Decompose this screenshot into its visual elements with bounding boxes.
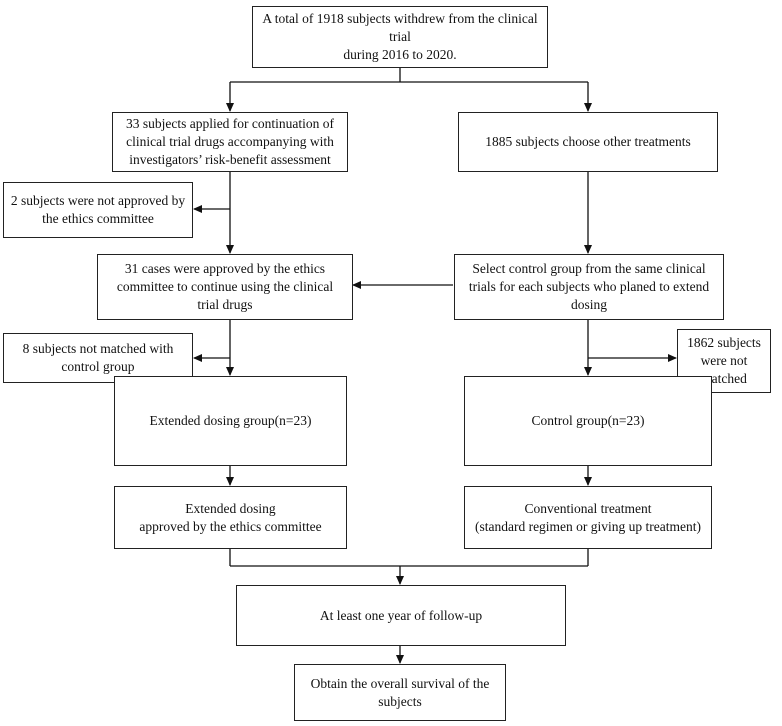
box-total-withdrew-text: A total of 1918 subjects withdrew from t… (262, 11, 538, 62)
box-total-withdrew: A total of 1918 subjects withdrew from t… (252, 6, 548, 68)
box-control-group-text: Control group(n=23) (531, 413, 645, 429)
box-conventional-treatment-text: Conventional treatment (standard regimen… (474, 500, 702, 534)
box-overall-survival-text: Obtain the overall survival of the subje… (310, 675, 490, 709)
box-extended-dosing-group-text: Extended dosing group(n=23) (149, 413, 312, 429)
box-followup: At least one year of follow-up (236, 585, 566, 646)
box-other-treatments: 1885 subjects choose other treatments (458, 112, 718, 172)
box-select-control: Select control group from the same clini… (454, 254, 724, 320)
box-not-approved: 2 subjects were not approved by the ethi… (3, 182, 193, 238)
box-other-treatments-text: 1885 subjects choose other treatments (485, 134, 691, 150)
box-approved: 31 cases were approved by the ethics com… (97, 254, 353, 320)
box-conventional-treatment: Conventional treatment (standard regimen… (464, 486, 712, 549)
box-extended-dosing-approved: Extended dosing approved by the ethics c… (114, 486, 347, 549)
box-overall-survival: Obtain the overall survival of the subje… (294, 664, 506, 721)
box-applied-continuation-text: 33 subjects applied for continuation of … (125, 116, 335, 167)
box-followup-text: At least one year of follow-up (319, 607, 483, 623)
box-not-matched-8-text: 8 subjects not matched with control grou… (22, 341, 174, 374)
box-extended-dosing-approved-text: Extended dosing approved by the ethics c… (139, 500, 322, 534)
box-extended-dosing-group: Extended dosing group(n=23) (114, 376, 347, 466)
box-not-approved-text: 2 subjects were not approved by the ethi… (10, 193, 186, 226)
box-control-group: Control group(n=23) (464, 376, 712, 466)
box-select-control-text: Select control group from the same clini… (468, 261, 710, 312)
box-approved-text: 31 cases were approved by the ethics com… (116, 261, 334, 312)
box-applied-continuation: 33 subjects applied for continuation of … (112, 112, 348, 172)
box-not-matched-8: 8 subjects not matched with control grou… (3, 333, 193, 383)
box-not-matched-1862-text: 1862 subjects were not matched (687, 335, 761, 386)
